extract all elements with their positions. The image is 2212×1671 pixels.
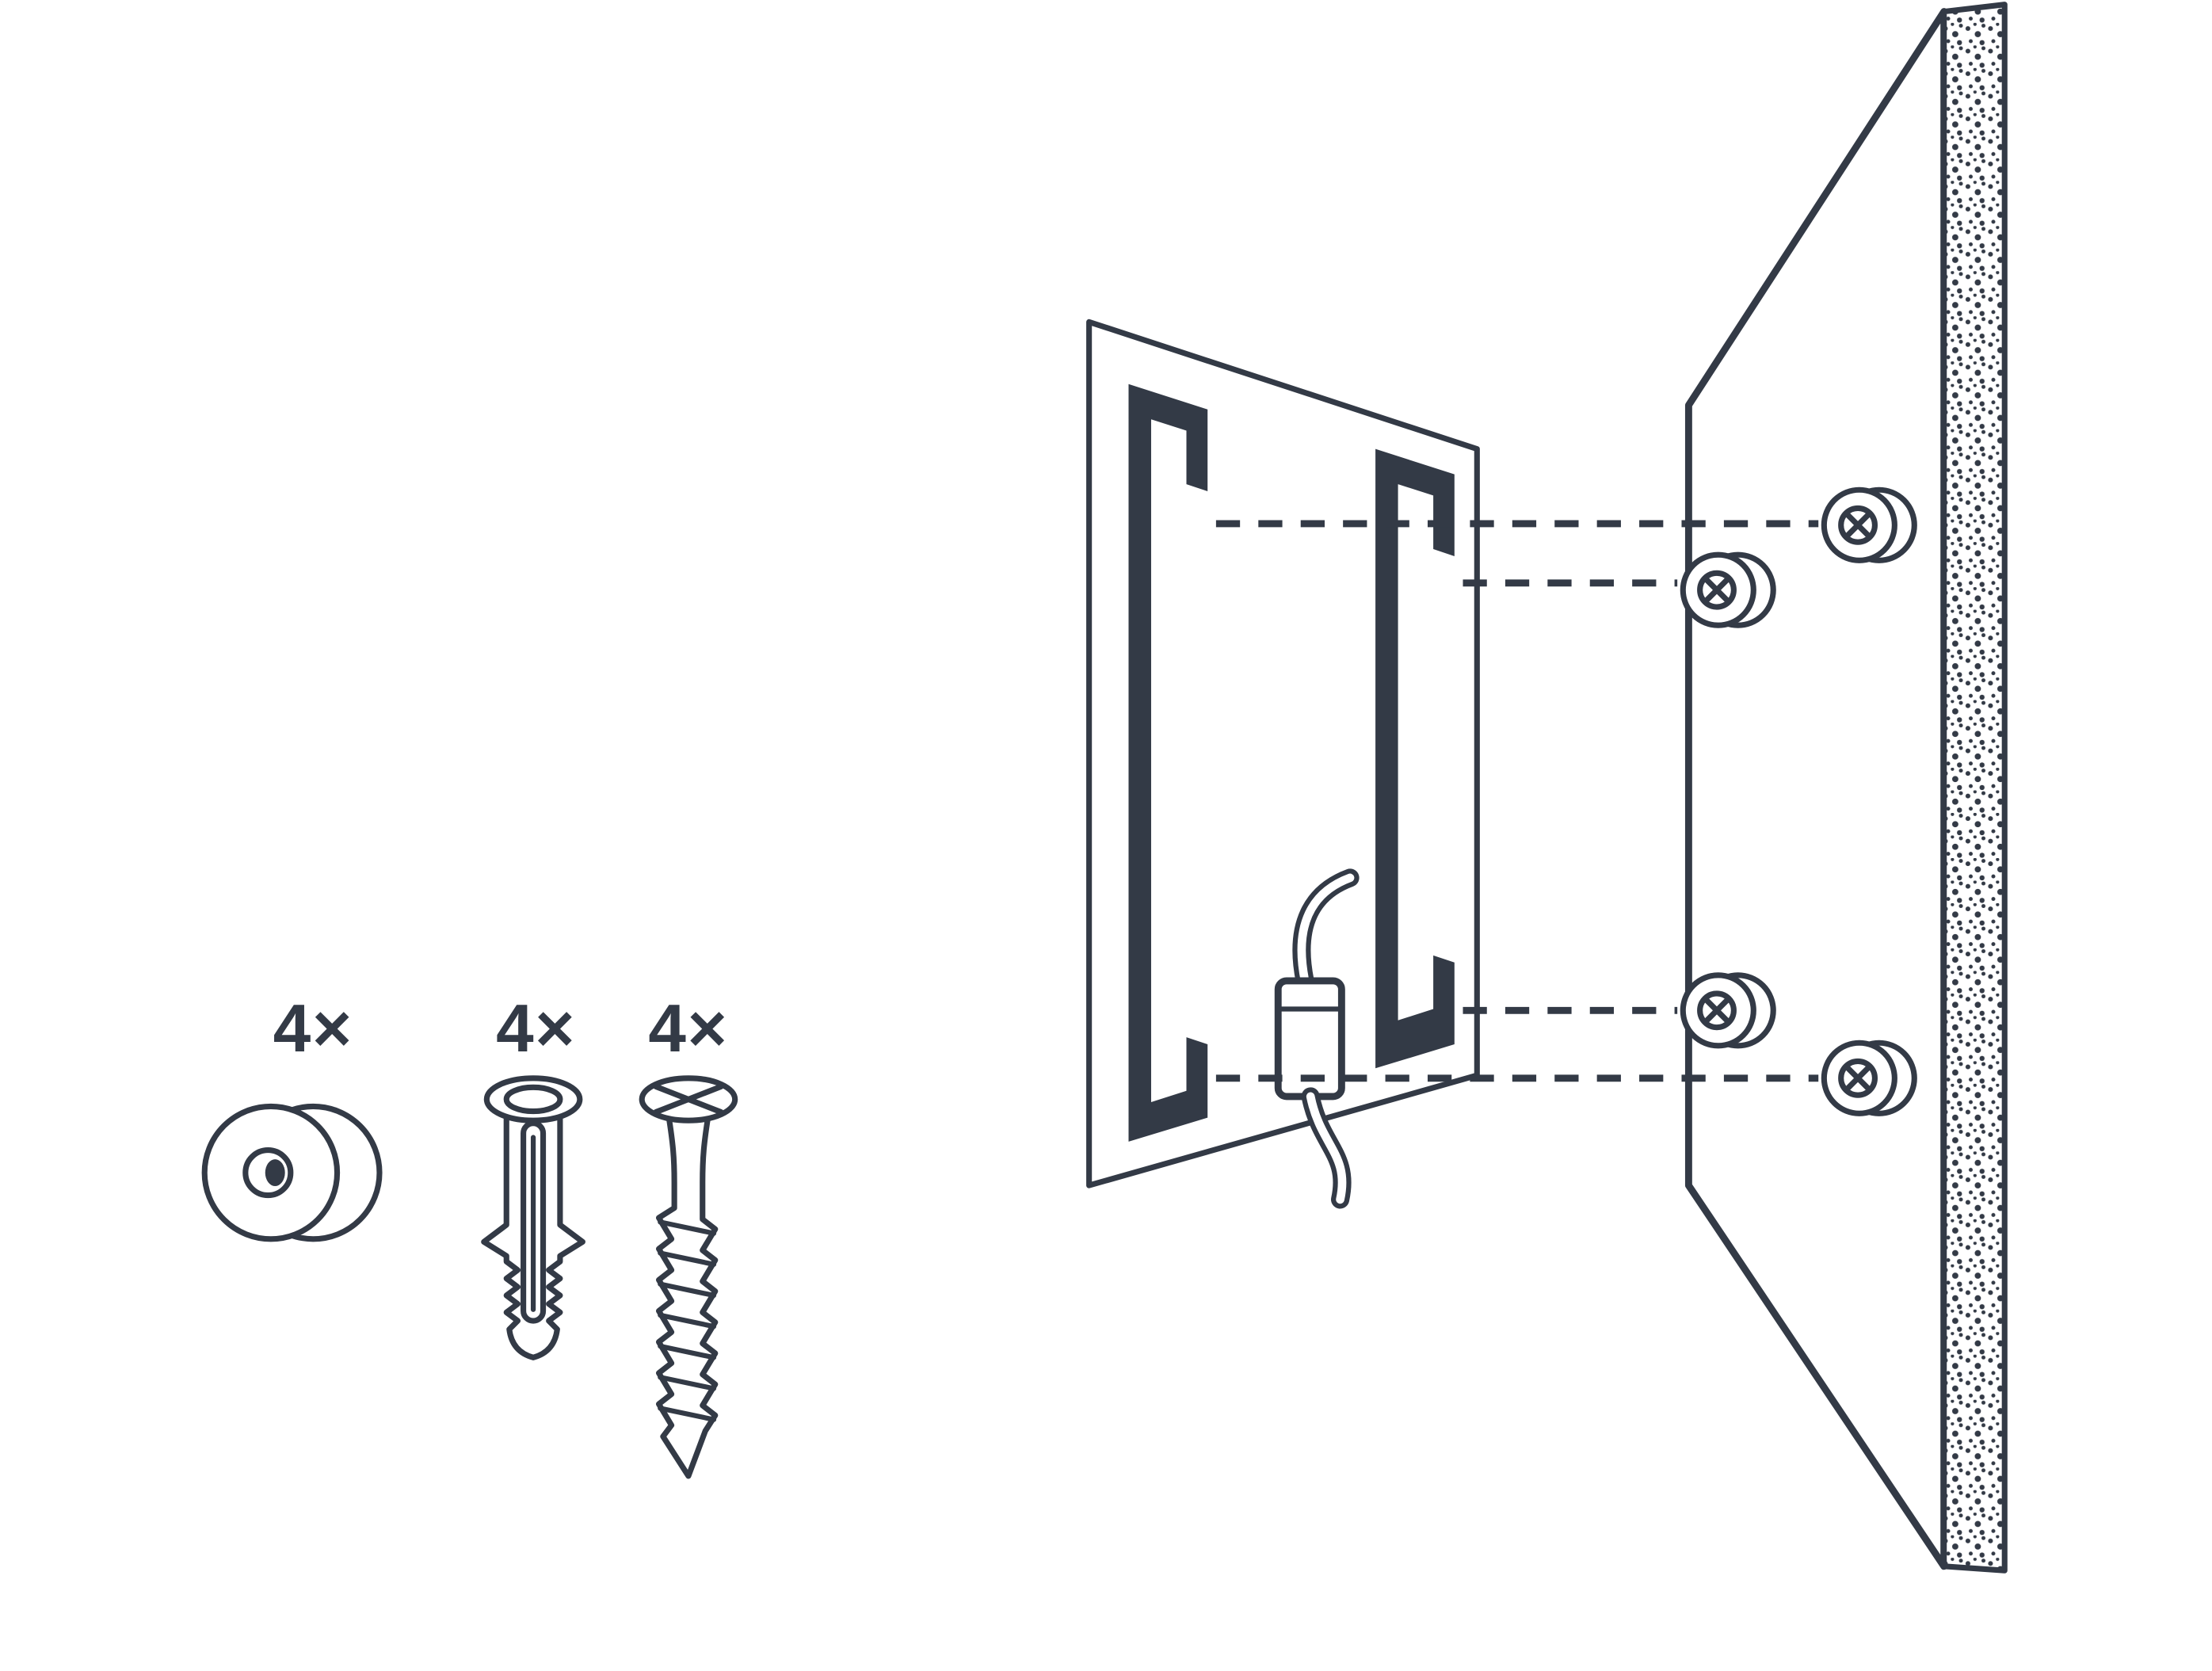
- wall-button-top-left: [1680, 551, 1776, 628]
- mounting-rail-right: [1375, 448, 1455, 1069]
- wall-edge-texture: [1941, 2, 2008, 1574]
- power-cable: [1292, 868, 1360, 990]
- wall-button-bottom-left: [1680, 972, 1776, 1049]
- exploded-view: [1086, 2, 2008, 1574]
- wall-plug-icon: [481, 1075, 585, 1360]
- wall-button-top-right: [1821, 486, 1917, 563]
- hardware-legend: 4× 4× 4×: [201, 991, 738, 1479]
- mounting-button-icon: [201, 1103, 383, 1242]
- qty-label-wall-plug: 4×: [496, 991, 576, 1066]
- wall-button-bottom-right: [1821, 1040, 1917, 1116]
- qty-label-mounting-button: 4×: [273, 991, 353, 1066]
- power-cable-tail: [1301, 1087, 1352, 1209]
- screw-icon: [639, 1075, 738, 1479]
- alignment-guides: [1215, 520, 1819, 1082]
- qty-label-screw: 4×: [648, 991, 728, 1066]
- wall-panel: [1684, 8, 1948, 1570]
- mounting-rail-left: [1128, 383, 1208, 1142]
